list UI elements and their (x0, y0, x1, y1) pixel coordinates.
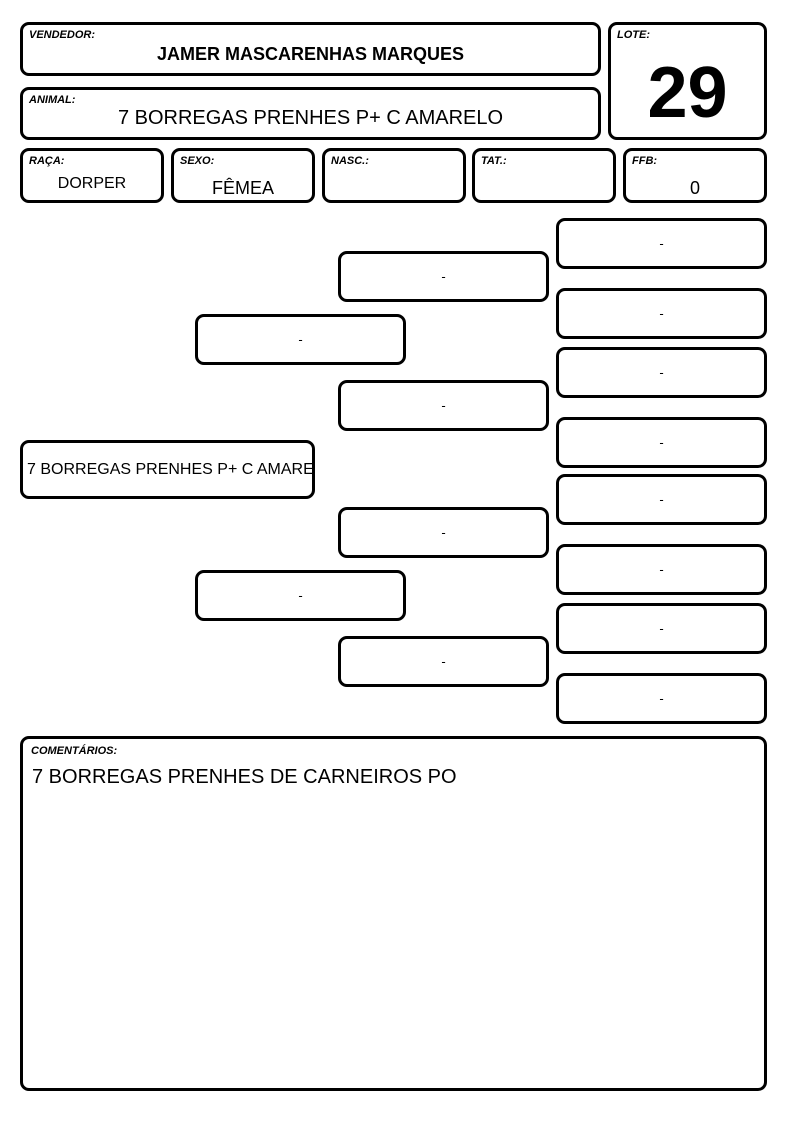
pedigree-grandparent-label: - (441, 269, 446, 284)
tat-label: TAT.: (481, 155, 507, 167)
pedigree-great-grandparent: - (556, 474, 767, 525)
raca-value: DORPER (57, 175, 127, 192)
pedigree-parent-sire: - (195, 314, 406, 365)
pedigree-great-grandparent: - (556, 288, 767, 339)
animal-field: ANIMAL: 7 BORREGAS PRENHES P+ C AMARELO (20, 87, 601, 140)
pedigree-grandparent-label: - (441, 654, 446, 669)
comments-label: COMENTÁRIOS: (31, 745, 118, 757)
lote-field: LOTE: 29 (608, 22, 767, 140)
comments-text: 7 BORREGAS PRENHES DE CARNEIROS PO (32, 766, 457, 788)
pedigree-grandparent: - (338, 636, 549, 687)
pedigree-grandparent: - (338, 380, 549, 431)
ffb-value: 0 (689, 178, 700, 198)
sexo-value: FÊMEA (211, 178, 274, 198)
pedigree-great-grandparent-label: - (659, 435, 664, 450)
pedigree-grandparent-label: - (441, 525, 446, 540)
pedigree-parent-dam: - (195, 570, 406, 621)
raca-field: RAÇA: DORPER (20, 148, 164, 203)
pedigree-great-grandparent-label: - (659, 365, 664, 380)
ffb-field: FFB: 0 (623, 148, 767, 203)
nasc-label: NASC.: (331, 155, 369, 167)
pedigree-great-grandparent: - (556, 347, 767, 398)
pedigree-great-grandparent: - (556, 603, 767, 654)
pedigree-animal: 7 BORREGAS PRENHES P+ C AMARE (20, 440, 315, 499)
sexo-field: SEXO: FÊMEA (171, 148, 315, 203)
nasc-field: NASC.: (322, 148, 466, 203)
pedigree-parent-label: - (298, 332, 303, 347)
tat-field: TAT.: (472, 148, 616, 203)
pedigree-grandparent: - (338, 507, 549, 558)
pedigree-great-grandparent-label: - (659, 236, 664, 251)
vendedor-field: VENDEDOR: JAMER MASCARENHAS MARQUES (20, 22, 601, 76)
pedigree-great-grandparent-label: - (659, 562, 664, 577)
comments-field: COMENTÁRIOS: 7 BORREGAS PRENHES DE CARNE… (20, 736, 767, 1091)
pedigree-great-grandparent-label: - (659, 621, 664, 636)
pedigree-grandparent-label: - (441, 398, 446, 413)
animal-label: ANIMAL: (29, 94, 76, 106)
sexo-label: SEXO: (180, 155, 215, 167)
vendedor-value: JAMER MASCARENHAS MARQUES (156, 44, 465, 64)
lote-number: 29 (647, 53, 728, 133)
pedigree-great-grandparent-label: - (659, 306, 664, 321)
raca-label: RAÇA: (29, 155, 65, 167)
lote-label: LOTE: (617, 29, 650, 41)
ffb-label: FFB: (632, 155, 658, 167)
pedigree-great-grandparent: - (556, 544, 767, 595)
pedigree-great-grandparent: - (556, 673, 767, 724)
pedigree-great-grandparent: - (556, 417, 767, 468)
pedigree-great-grandparent-label: - (659, 492, 664, 507)
pedigree-parent-label: - (298, 588, 303, 603)
pedigree-grandparent: - (338, 251, 549, 302)
pedigree-great-grandparent: - (556, 218, 767, 269)
animal-value: 7 BORREGAS PRENHES P+ C AMARELO (117, 107, 504, 129)
vendedor-label: VENDEDOR: (29, 29, 96, 41)
pedigree-great-grandparent-label: - (659, 691, 664, 706)
pedigree-animal-name: 7 BORREGAS PRENHES P+ C AMARE (27, 460, 314, 478)
